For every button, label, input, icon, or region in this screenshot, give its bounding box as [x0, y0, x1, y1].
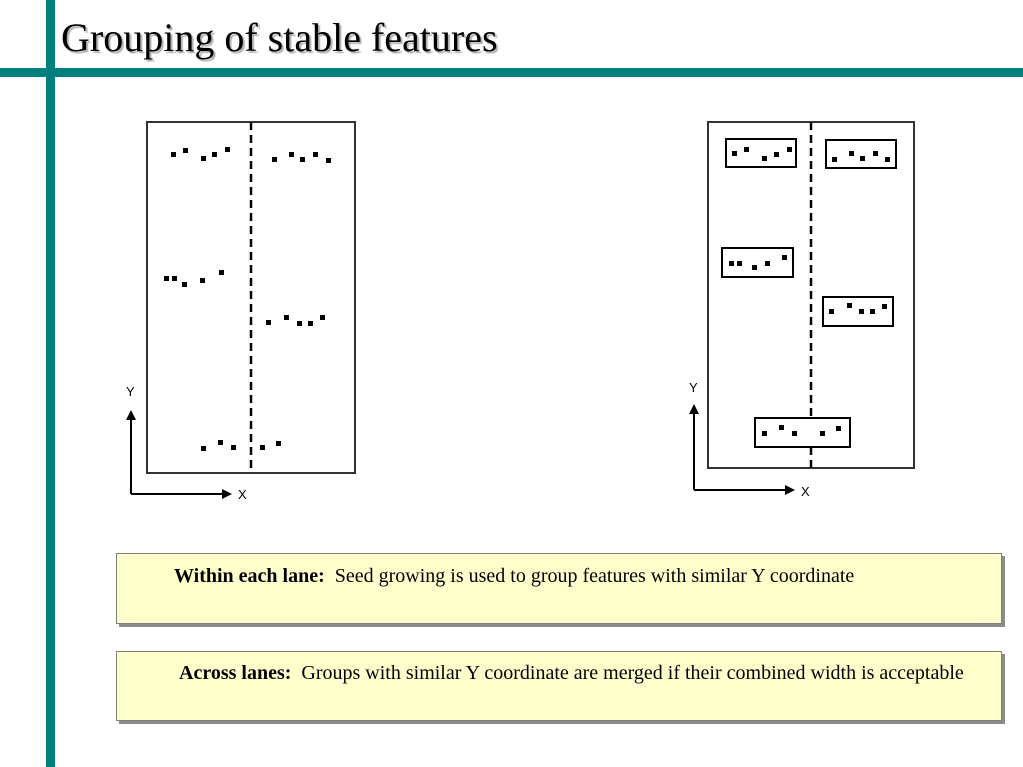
left-accent-bar	[46, 0, 55, 767]
feature-dot	[183, 148, 188, 153]
feature-dot	[732, 151, 737, 156]
feature-dot	[276, 441, 281, 446]
feature-dot	[289, 152, 294, 157]
feature-dot	[820, 431, 825, 436]
feature-dot	[218, 440, 223, 445]
feature-dot	[182, 282, 187, 287]
right-feature-dots	[729, 147, 890, 436]
feature-dot	[737, 261, 742, 266]
feature-dot	[326, 158, 331, 163]
feature-dot	[164, 276, 169, 281]
feature-dot	[212, 152, 217, 157]
group-box	[822, 296, 894, 327]
feature-dot	[219, 270, 224, 275]
feature-dot	[836, 426, 841, 431]
feature-dot	[870, 309, 875, 314]
feature-dot	[882, 304, 887, 309]
group-box	[754, 417, 851, 448]
right-lane-panel: Y X	[689, 121, 915, 499]
feature-dot	[847, 303, 852, 308]
note-text: Groups with similar Y coordinate are mer…	[301, 662, 964, 684]
right-x-axis-label: X	[801, 484, 810, 499]
feature-dot	[765, 261, 770, 266]
feature-dot	[762, 156, 767, 161]
feature-dot	[752, 265, 757, 270]
feature-dot	[201, 446, 206, 451]
feature-dot	[320, 315, 325, 320]
feature-dot	[860, 156, 865, 161]
group-box	[825, 139, 897, 169]
across-lanes-note: Across lanes: Groups with similar Y coor…	[116, 651, 1002, 721]
feature-dot	[201, 156, 206, 161]
note-text: Seed growing is used to group features w…	[334, 565, 855, 587]
feature-dot	[832, 157, 837, 162]
feature-dot	[313, 152, 318, 157]
feature-dot	[200, 278, 205, 283]
group-box	[725, 138, 797, 168]
left-y-axis-label: Y	[126, 384, 135, 399]
feature-dot	[792, 431, 797, 436]
feature-dot	[873, 151, 878, 156]
feature-dot	[231, 445, 236, 450]
feature-dot	[774, 152, 779, 157]
right-y-axis-label: Y	[689, 380, 698, 395]
feature-dot	[885, 157, 890, 162]
feature-dot	[171, 152, 176, 157]
feature-dot	[225, 147, 230, 152]
feature-dot	[308, 321, 313, 326]
note-heading: Across lanes:	[179, 662, 292, 684]
feature-dot	[260, 445, 265, 450]
within-lane-note: Within each lane: Seed growing is used t…	[116, 553, 1002, 624]
feature-dot	[787, 147, 792, 152]
note-heading: Within each lane:	[174, 565, 325, 587]
right-group-boxes	[721, 138, 897, 448]
feature-dot	[284, 315, 289, 320]
feature-dot	[266, 320, 271, 325]
feature-dot	[782, 255, 787, 260]
feature-dot	[172, 276, 177, 281]
feature-dot	[849, 151, 854, 156]
feature-dot	[744, 147, 749, 152]
feature-dot	[272, 157, 277, 162]
title-underline-bar	[0, 68, 1023, 77]
feature-dot	[859, 309, 864, 314]
left-x-axis-label: X	[238, 487, 247, 502]
feature-dot	[297, 321, 302, 326]
feature-dot	[829, 309, 834, 314]
feature-dot	[729, 261, 734, 266]
left-lane-panel: Y X	[126, 121, 356, 502]
feature-dot	[762, 431, 767, 436]
feature-dot	[779, 425, 784, 430]
slide-title: Grouping of stable features	[61, 15, 498, 60]
feature-dot	[300, 157, 305, 162]
left-feature-dots	[164, 147, 331, 451]
